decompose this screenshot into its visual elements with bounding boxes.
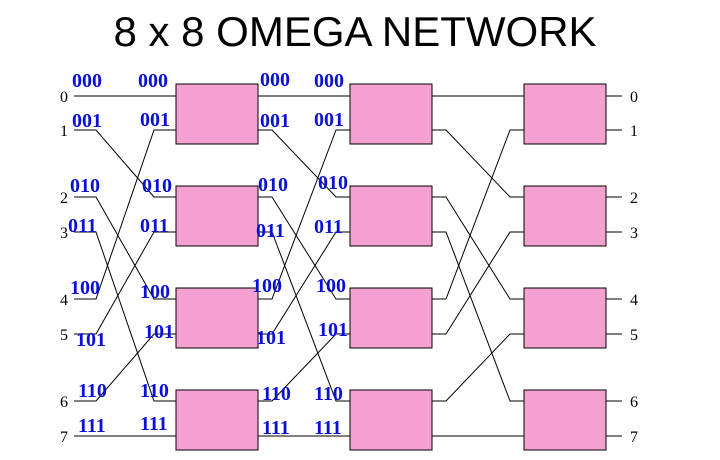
output-port-label: 1 <box>630 123 638 140</box>
switch-box <box>349 389 433 451</box>
interconnect-wires <box>74 95 622 437</box>
switch-box <box>175 287 259 349</box>
binary-address-label: 101 <box>76 329 106 351</box>
stage-shuffle-wire <box>258 129 350 198</box>
switch-box <box>523 83 607 145</box>
binary-address-label: 010 <box>258 174 288 196</box>
stage-shuffle-wire <box>432 333 524 402</box>
output-port-label: 7 <box>630 429 638 446</box>
output-port-label: 5 <box>630 327 638 344</box>
switch-box <box>523 185 607 247</box>
input-port-label: 3 <box>60 225 68 242</box>
output-port-label: 3 <box>630 225 638 242</box>
output-port-label: 4 <box>630 292 638 309</box>
stage-shuffle-wire <box>258 129 350 300</box>
output-port-label: 6 <box>630 394 638 411</box>
switch-box <box>523 287 607 349</box>
switch-box <box>349 83 433 145</box>
binary-address-label: 011 <box>140 215 169 237</box>
binary-address-label: 001 <box>260 110 290 132</box>
input-port-label: 2 <box>60 190 68 207</box>
input-shuffle-wire <box>74 196 176 300</box>
input-shuffle-wire <box>74 231 176 335</box>
binary-address-label: 110 <box>314 383 343 405</box>
input-shuffle-wire <box>74 129 176 198</box>
switch-box <box>523 389 607 451</box>
binary-address-label: 010 <box>318 172 348 194</box>
binary-address-label: 001 <box>72 110 102 132</box>
switch-boxes <box>175 83 607 451</box>
binary-address-label: 110 <box>78 380 107 402</box>
stage-shuffle-wire <box>258 231 350 402</box>
binary-address-label: 011 <box>314 216 343 238</box>
switch-box <box>349 185 433 247</box>
port-labels: 0 1 2 3 4 5 6 7 0 1 2 3 4 5 6 7 <box>60 89 638 446</box>
binary-address-label: 000 <box>72 70 102 92</box>
input-port-label: 0 <box>60 89 68 106</box>
binary-address-label: 110 <box>140 380 169 402</box>
stage-shuffle-wire <box>432 196 524 300</box>
input-port-label: 6 <box>60 394 68 411</box>
stage-shuffle-wire <box>258 333 350 402</box>
binary-address-label: 000 <box>314 70 344 92</box>
stage-shuffle-wire <box>432 129 524 198</box>
binary-address-label: 100 <box>70 277 100 299</box>
input-port-label: 4 <box>60 292 68 309</box>
binary-address-label: 010 <box>142 175 172 197</box>
stage-shuffle-wire <box>258 196 350 300</box>
binary-address-label: 101 <box>144 321 174 343</box>
binary-address-label: 101 <box>256 327 286 349</box>
binary-address-label: 001 <box>140 109 170 131</box>
binary-address-label: 011 <box>256 220 285 242</box>
binary-address-label: 100 <box>140 281 170 303</box>
stage-shuffle-wire <box>432 231 524 335</box>
input-port-label: 7 <box>60 429 68 446</box>
binary-address-label: 110 <box>262 383 291 405</box>
input-port-label: 1 <box>60 123 68 140</box>
stage-shuffle-wire <box>432 129 524 300</box>
switch-box <box>175 389 259 451</box>
switch-box <box>175 185 259 247</box>
stage-shuffle-wire <box>258 231 350 335</box>
input-shuffle-wire <box>74 129 176 300</box>
diagram-title: 8 x 8 OMEGA NETWORK <box>113 8 596 55</box>
output-port-label: 0 <box>630 89 638 106</box>
binary-address-label: 111 <box>140 413 168 435</box>
output-port-label: 2 <box>630 190 638 207</box>
binary-address-label: 011 <box>68 215 97 237</box>
address-labels: 000 001 010 011 100 101 110 111 000 001 010 011 100 1… <box>68 69 348 439</box>
binary-address-label: 010 <box>70 175 100 197</box>
input-port-label: 5 <box>60 327 68 344</box>
binary-address-label: 111 <box>262 417 290 439</box>
switch-box <box>175 83 259 145</box>
binary-address-label: 100 <box>252 275 282 297</box>
switch-box <box>349 287 433 349</box>
input-shuffle-wire <box>74 333 176 402</box>
binary-address-label: 100 <box>316 275 346 297</box>
binary-address-label: 001 <box>314 109 344 131</box>
binary-address-label: 000 <box>260 69 290 91</box>
binary-address-label: 000 <box>138 70 168 92</box>
binary-address-label: 111 <box>314 417 342 439</box>
stage-shuffle-wire <box>432 231 524 402</box>
binary-address-label: 111 <box>78 415 106 437</box>
input-shuffle-wire <box>74 231 176 402</box>
binary-address-label: 101 <box>318 319 348 341</box>
